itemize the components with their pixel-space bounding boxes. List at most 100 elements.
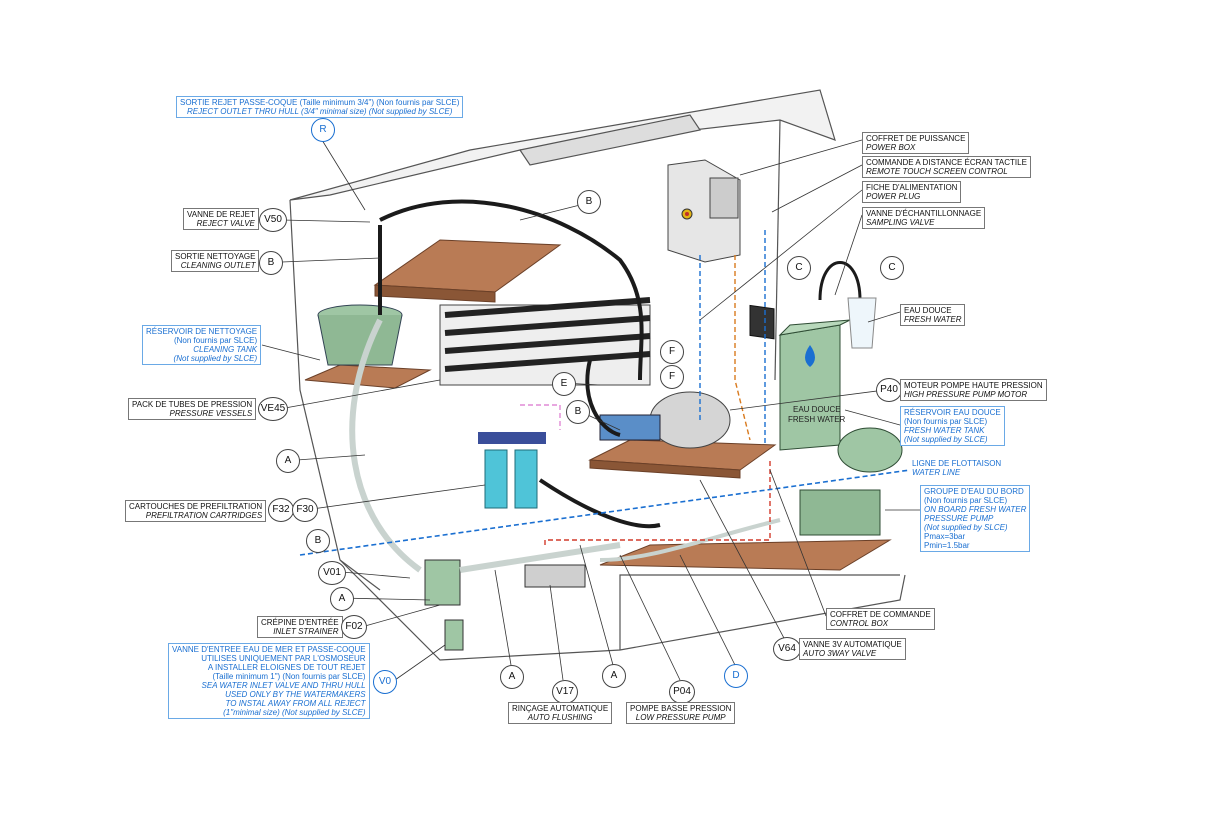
control-box-fr: COFFRET DE COMMANDE bbox=[830, 610, 931, 619]
tag-v64: V64 bbox=[773, 637, 801, 661]
tag-v01: V01 bbox=[318, 561, 346, 585]
tag-f1: F bbox=[660, 340, 684, 364]
cleaning-tank-en-1: CLEANING TANK bbox=[193, 345, 258, 354]
remote-touch-en: REMOTE TOUCH SCREEN CONTROL bbox=[866, 167, 1008, 176]
tag-f30: F30 bbox=[292, 498, 318, 522]
tag-b2: B bbox=[259, 251, 283, 275]
label-cleaning-tank: RÉSERVOIR DE NETTOYAGE (Non fournis par … bbox=[142, 325, 262, 365]
label-water-line: LIGNE DE FLOTTAISON WATER LINE bbox=[912, 459, 1001, 477]
tag-p04: P04 bbox=[669, 680, 695, 704]
inlet-valve-fr-1: VANNE D'ENTREE EAU DE MER ET PASSE-COQUE bbox=[172, 645, 366, 654]
reject-outlet-en: REJECT OUTLET THRU HULL (3/4" minimal si… bbox=[186, 107, 453, 116]
onboard-pump-pmin: Pmin=1.5bar bbox=[924, 541, 970, 550]
label-power-plug: FICHE D'ALIMENTATION POWER PLUG bbox=[862, 181, 962, 203]
onboard-pump-pmax: Pmax=3bar bbox=[924, 532, 966, 541]
reject-outlet-fr: SORTIE REJET PASSE-COQUE (Taille minimum… bbox=[180, 98, 460, 107]
tag-a4: A bbox=[602, 664, 626, 688]
label-fresh-tank: RÉSERVOIR EAU DOUCE (Non fournis par SLC… bbox=[900, 406, 1005, 446]
label-prefiltration: CARTOUCHES DE PREFILTRATION PREFILTRATIO… bbox=[125, 500, 267, 522]
tag-v50: V50 bbox=[259, 208, 287, 232]
label-sampling-valve: VANNE D'ÉCHANTILLONNAGE SAMPLING VALVE bbox=[862, 207, 986, 229]
power-plug-fr: FICHE D'ALIMENTATION bbox=[866, 183, 958, 192]
tag-ve45: VE45 bbox=[258, 397, 288, 421]
inlet-strainer-fr: CRÉPINE D'ENTRÉE bbox=[261, 618, 339, 627]
inlet-valve-en-3: TO INSTAL AWAY FROM ALL REJECT bbox=[225, 699, 366, 708]
tag-v0: V0 bbox=[373, 670, 397, 694]
cleaning-tank-fr-2: (Non fournis par SLCE) bbox=[173, 336, 258, 345]
hp-pump-motor bbox=[599, 391, 731, 449]
inlet-valve-fr-4: (Taille minimum 1") (Non fournis par SLC… bbox=[212, 672, 366, 681]
cleaning-tank bbox=[317, 304, 403, 366]
onboard-pump-fr-2: (Non fournis par SLCE) bbox=[924, 496, 1008, 505]
prefiltration-cartridges bbox=[478, 432, 546, 509]
label-low-pressure-pump: POMPE BASSE PRESSION LOW PRESSURE PUMP bbox=[626, 702, 736, 724]
inlet-strainer bbox=[424, 559, 464, 651]
auto-3way-en: AUTO 3WAY VALVE bbox=[803, 649, 877, 658]
label-reject-outlet: SORTIE REJET PASSE-COQUE (Taille minimum… bbox=[176, 96, 464, 118]
hp-motor-en: HIGH PRESSURE PUMP MOTOR bbox=[904, 390, 1028, 399]
tag-v17: V17 bbox=[552, 680, 578, 704]
tag-a1: A bbox=[276, 449, 300, 473]
label-inlet-strainer: CRÉPINE D'ENTRÉE INLET STRAINER bbox=[257, 616, 343, 638]
fresh-tank-en-2: (Not supplied by SLCE) bbox=[904, 435, 988, 444]
onboard-pump-fr-1: GROUPE D'EAU DU BORD bbox=[924, 487, 1024, 496]
label-hp-motor: MOTEUR POMPE HAUTE PRESSION HIGH PRESSUR… bbox=[900, 379, 1047, 401]
water-line-fr: LIGNE DE FLOTTAISON bbox=[912, 459, 1002, 468]
onboard-pump-en-3: (Not supplied by SLCE) bbox=[924, 523, 1008, 532]
sampling-valve-fr: VANNE D'ÉCHANTILLONNAGE bbox=[866, 209, 982, 218]
label-auto-flushing: RINÇAGE AUTOMATIQUE AUTO FLUSHING bbox=[508, 702, 613, 724]
inlet-valve-en-4: (1"minimal size) (Not supplied by SLCE) bbox=[223, 708, 366, 717]
tag-p40: P40 bbox=[876, 378, 902, 402]
label-power-box: COFFRET DE PUISSANCE POWER BOX bbox=[862, 132, 970, 154]
tag-c2: C bbox=[880, 256, 904, 280]
tag-f2: F bbox=[660, 365, 684, 389]
tag-f02: F02 bbox=[341, 615, 367, 639]
auto-flushing-unit bbox=[524, 564, 586, 588]
label-cleaning-outlet: SORTIE NETTOYAGE CLEANING OUTLET bbox=[171, 250, 260, 272]
pressure-vessels-en: PRESSURE VESSELS bbox=[169, 409, 253, 418]
tag-c1: C bbox=[787, 256, 811, 280]
prefiltration-en: PREFILTRATION CARTRIDGES bbox=[145, 511, 263, 520]
tag-b3: B bbox=[566, 400, 590, 424]
tank-label-en: FRESH WATER bbox=[788, 415, 846, 424]
fresh-tank-fr-1: RÉSERVOIR EAU DOUCE bbox=[904, 408, 1001, 417]
label-fresh-water: EAU DOUCE FRESH WATER bbox=[900, 304, 966, 326]
label-pressure-vessels: PACK DE TUBES DE PRESSION PRESSURE VESSE… bbox=[128, 398, 257, 420]
fresh-water-fr: EAU DOUCE bbox=[904, 306, 952, 315]
low-pressure-pump-fr: POMPE BASSE PRESSION bbox=[630, 704, 732, 713]
inlet-strainer-en: INLET STRAINER bbox=[273, 627, 339, 636]
label-remote-touch: COMMANDE A DISTANCE ÉCRAN TACTILE REMOTE… bbox=[862, 156, 1031, 178]
fresh-tank-fr-2: (Non fournis par SLCE) bbox=[904, 417, 988, 426]
fresh-water-glass bbox=[847, 297, 877, 349]
tag-e: E bbox=[552, 372, 576, 396]
inlet-valve-fr-3: A INSTALLER ELOIGNES DE TOUT REJET bbox=[207, 663, 366, 672]
wires bbox=[299, 230, 911, 556]
tag-a2: A bbox=[330, 587, 354, 611]
tag-b4: B bbox=[306, 529, 330, 553]
pressure-vessels-fr: PACK DE TUBES DE PRESSION bbox=[132, 400, 253, 409]
auto-flushing-fr: RINÇAGE AUTOMATIQUE bbox=[512, 704, 609, 713]
fresh-tank-en-1: FRESH WATER TANK bbox=[904, 426, 985, 435]
reject-valve-fr: VANNE DE REJET bbox=[187, 210, 255, 219]
onboard-pump-group bbox=[799, 427, 903, 536]
cleaning-tank-en-2: (Not supplied by SLCE) bbox=[173, 354, 258, 363]
power-box-en: POWER BOX bbox=[866, 143, 916, 152]
label-control-box: COFFRET DE COMMANDE CONTROL BOX bbox=[826, 608, 935, 630]
water-line-en: WATER LINE bbox=[912, 468, 961, 477]
tag-r: R bbox=[311, 118, 335, 142]
onboard-pump-en-2: PRESSURE PUMP bbox=[924, 514, 994, 523]
tank-label-fr: EAU DOUCE bbox=[793, 405, 841, 414]
label-auto-3way: VANNE 3V AUTOMATIQUE AUTO 3WAY VALVE bbox=[799, 638, 906, 660]
hp-motor-fr: MOTEUR POMPE HAUTE PRESSION bbox=[904, 381, 1043, 390]
low-pressure-pump-en: LOW PRESSURE PUMP bbox=[635, 713, 726, 722]
fresh-water-en: FRESH WATER bbox=[904, 315, 962, 324]
sampling-valve-en: SAMPLING VALVE bbox=[866, 218, 935, 227]
tag-d: D bbox=[724, 664, 748, 688]
tag-a3: A bbox=[500, 665, 524, 689]
cleaning-outlet-en: CLEANING OUTLET bbox=[180, 261, 256, 270]
power-box bbox=[667, 159, 741, 263]
cleaning-outlet-fr: SORTIE NETTOYAGE bbox=[175, 252, 256, 261]
power-plug-en: POWER PLUG bbox=[866, 192, 921, 201]
hoses bbox=[349, 199, 862, 573]
